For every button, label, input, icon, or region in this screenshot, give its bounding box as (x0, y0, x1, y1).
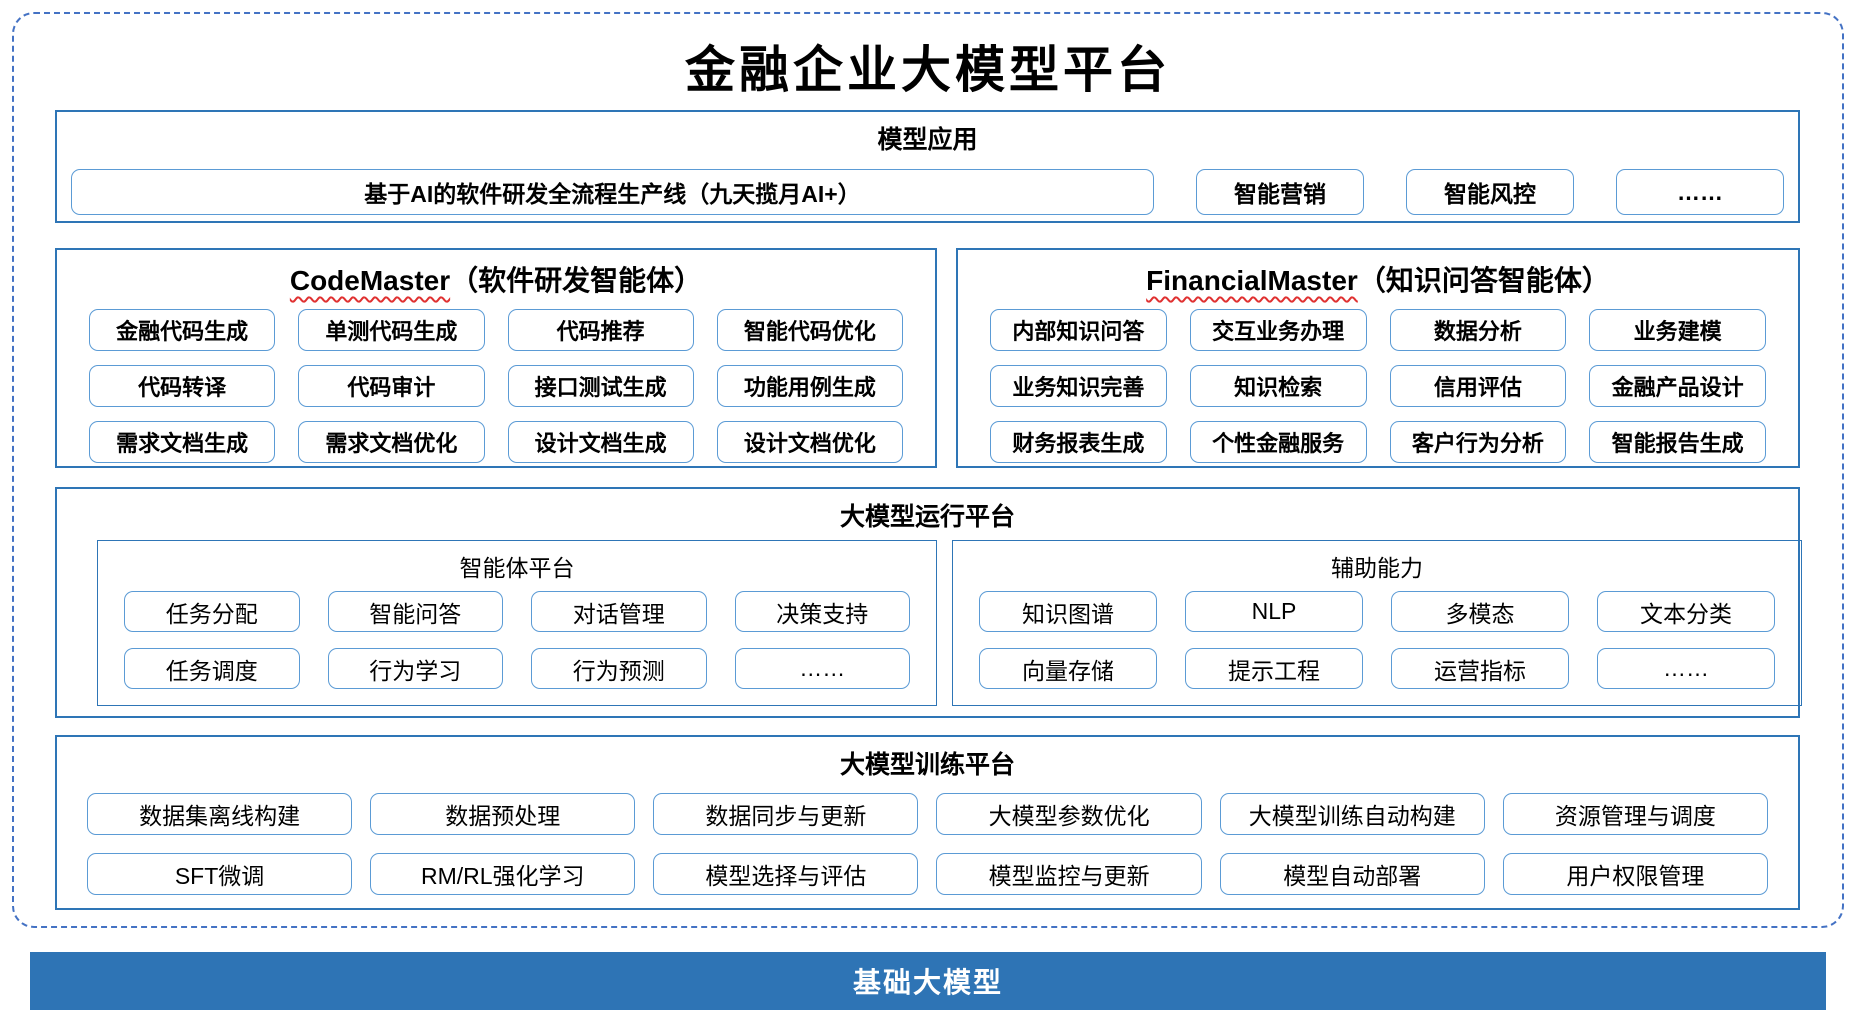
section-financialmaster: FinancialMaster（知识问答智能体） 内部知识问答 交互业务办理 数… (956, 248, 1800, 468)
financialmaster-name: FinancialMaster (1146, 265, 1358, 296)
capability-box: 功能用例生成 (716, 365, 903, 407)
codemaster-grid: 金融代码生成 单测代码生成 代码推荐 智能代码优化 代码转译 代码审计 接口测试… (57, 309, 935, 463)
capability-box: 任务调度 (124, 648, 300, 689)
outer-dashed-frame (12, 12, 1844, 928)
capability-box: 模型自动部署 (1219, 853, 1485, 895)
aux-ability-box: 辅助能力 知识图谱 NLP 多模态 文本分类 向量存储 提示工程 运营指标 …… (952, 540, 1802, 706)
capability-box: 多模态 (1391, 591, 1569, 632)
page-title: 金融企业大模型平台 (685, 40, 1171, 99)
capability-box: 知识检索 (1189, 365, 1367, 407)
model-applications-header: 模型应用 (877, 126, 978, 154)
financialmaster-title: FinancialMaster（知识问答智能体） (958, 259, 1798, 299)
capability-box: 金融代码生成 (89, 309, 276, 351)
capability-box: 对话管理 (531, 591, 707, 632)
app-box: 智能风控 (1406, 169, 1574, 215)
agent-platform-title: 智能体平台 (459, 555, 575, 581)
capability-box: 知识图谱 (979, 591, 1157, 632)
capability-box: 大模型参数优化 (936, 793, 1202, 835)
codemaster-name: CodeMaster (289, 265, 451, 296)
capability-box: 数据分析 (1389, 309, 1567, 351)
section-runtime-platform: 大模型运行平台 智能体平台 任务分配 智能问答 对话管理 决策支持 任务调度 行… (55, 487, 1802, 718)
capability-box: 智能报告生成 (1589, 421, 1766, 463)
base-model-label: 基础大模型 (852, 967, 1003, 998)
capability-box: 客户行为分析 (1389, 421, 1567, 463)
capability-box: 需求文档优化 (298, 421, 485, 463)
model-applications-row: 基于AI的软件研发全流程生产线（九天揽月AI+） 智能营销 智能风控 …… (57, 169, 1798, 215)
capability-box: 用户权限管理 (1502, 853, 1768, 895)
capability-box: 行为学习 (327, 648, 503, 689)
training-platform-header: 大模型训练平台 (839, 751, 1015, 779)
capability-box: 智能问答 (327, 591, 503, 632)
training-grid: 数据集离线构建 数据预处理 数据同步与更新 大模型参数优化 大模型训练自动构建 … (57, 793, 1798, 895)
codemaster-subtitle: （软件研发智能体） (450, 265, 703, 296)
capability-box: NLP (1185, 591, 1363, 632)
capability-box: 模型选择与评估 (653, 853, 919, 895)
capability-box: 信用评估 (1389, 365, 1567, 407)
base-model-bar: 基础大模型 (30, 952, 1826, 1010)
capability-box: 数据同步与更新 (653, 793, 919, 835)
section-training-platform: 大模型训练平台 数据集离线构建 数据预处理 数据同步与更新 大模型参数优化 大模… (55, 735, 1800, 910)
aux-ability-title: 辅助能力 (1331, 555, 1423, 581)
capability-box: 业务建模 (1589, 309, 1766, 351)
capability-box: 设计文档优化 (716, 421, 903, 463)
capability-box: 文本分类 (1597, 591, 1775, 632)
capability-box: 资源管理与调度 (1502, 793, 1768, 835)
capability-box: 财务报表生成 (990, 421, 1167, 463)
capability-box: 数据集离线构建 (87, 793, 353, 835)
codemaster-title: CodeMaster（软件研发智能体） (57, 259, 935, 299)
capability-box: 单测代码生成 (298, 309, 485, 351)
agent-platform-grid: 任务分配 智能问答 对话管理 决策支持 任务调度 行为学习 行为预测 …… (98, 591, 936, 689)
capability-box: 交互业务办理 (1189, 309, 1367, 351)
capability-box: 业务知识完善 (990, 365, 1167, 407)
aux-ability-grid: 知识图谱 NLP 多模态 文本分类 向量存储 提示工程 运营指标 …… (953, 591, 1801, 689)
capability-box: 运营指标 (1391, 648, 1569, 689)
capability-box: RM/RL强化学习 (370, 853, 636, 895)
app-box-more: …… (1616, 169, 1784, 215)
capability-box: 个性金融服务 (1189, 421, 1367, 463)
app-box-ai-pipeline: 基于AI的软件研发全流程生产线（九天揽月AI+） (71, 169, 1154, 215)
capability-box: 模型监控与更新 (936, 853, 1202, 895)
capability-box-more: …… (734, 648, 910, 689)
capability-box: 向量存储 (979, 648, 1157, 689)
capability-box: 智能代码优化 (716, 309, 903, 351)
capability-box: 内部知识问答 (990, 309, 1167, 351)
capability-box: 接口测试生成 (507, 365, 694, 407)
capability-box: SFT微调 (87, 853, 353, 895)
app-box: 智能营销 (1196, 169, 1364, 215)
capability-box: 行为预测 (531, 648, 707, 689)
capability-box: 设计文档生成 (507, 421, 694, 463)
capability-box: 代码转译 (89, 365, 276, 407)
capability-box: 代码审计 (298, 365, 485, 407)
capability-box: 任务分配 (124, 591, 300, 632)
financialmaster-subtitle: （知识问答智能体） (1357, 265, 1610, 296)
agent-platform-box: 智能体平台 任务分配 智能问答 对话管理 决策支持 任务调度 行为学习 行为预测… (97, 540, 937, 706)
capability-box: 决策支持 (734, 591, 910, 632)
capability-box-more: …… (1597, 648, 1775, 689)
capability-box: 金融产品设计 (1589, 365, 1766, 407)
section-model-applications: 模型应用 基于AI的软件研发全流程生产线（九天揽月AI+） 智能营销 智能风控 … (55, 110, 1800, 223)
capability-box: 提示工程 (1185, 648, 1363, 689)
section-codemaster: CodeMaster（软件研发智能体） 金融代码生成 单测代码生成 代码推荐 智… (55, 248, 937, 468)
capability-box: 代码推荐 (507, 309, 694, 351)
financialmaster-grid: 内部知识问答 交互业务办理 数据分析 业务建模 业务知识完善 知识检索 信用评估… (958, 309, 1798, 463)
capability-box: 大模型训练自动构建 (1219, 793, 1485, 835)
capability-box: 需求文档生成 (89, 421, 276, 463)
capability-box: 数据预处理 (370, 793, 636, 835)
runtime-platform-header: 大模型运行平台 (839, 503, 1015, 531)
